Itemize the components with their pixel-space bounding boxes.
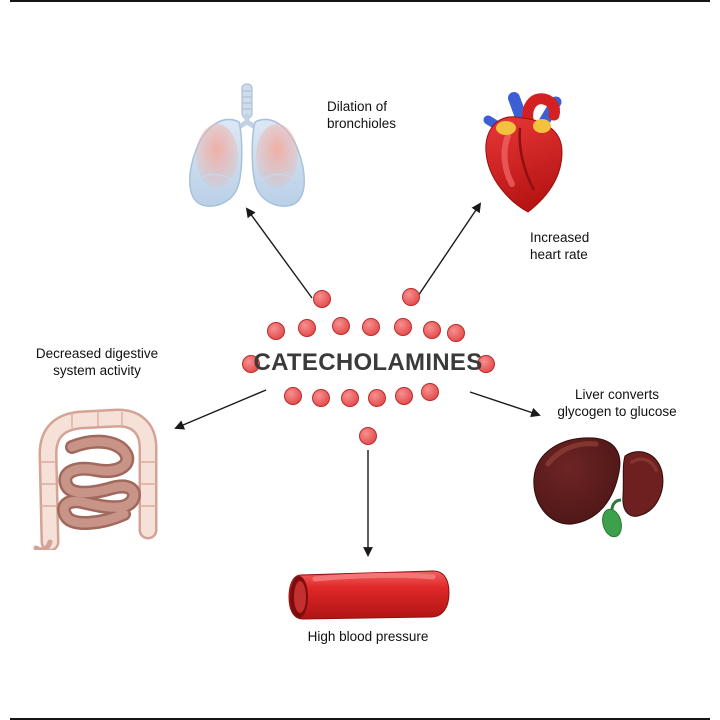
blood-pressure-effect-label: High blood pressure <box>307 629 429 644</box>
trachea <box>241 83 253 119</box>
gallbladder <box>602 508 622 538</box>
catecholamine-dots <box>242 288 495 445</box>
intestines-effect-label: Decreased digestive system activity <box>35 346 159 379</box>
lungs-effect-label: Dilation of bronchioles <box>327 99 397 132</box>
liver-effect-label: Liver converts glycogen to glucose <box>557 387 677 420</box>
arrow-to-heart <box>417 202 482 297</box>
bottom-border-line <box>10 718 710 720</box>
liver-right-lobe <box>533 437 621 525</box>
pulmonary-vessel <box>508 92 528 126</box>
liver-illustration <box>528 428 668 546</box>
colon-inner <box>40 410 155 549</box>
arrows <box>174 202 541 557</box>
aorta <box>522 93 560 126</box>
heart-illustration <box>468 90 580 220</box>
blood-vessel-illustration <box>283 565 455 627</box>
vessel-body <box>288 570 450 620</box>
intestines-illustration <box>22 392 172 550</box>
coronary-artery <box>518 127 536 191</box>
heart-effect-label: Increased heart rate <box>530 230 590 263</box>
diagram-title: CATECHOLAMINES <box>253 349 483 376</box>
lungs-illustration <box>175 82 320 217</box>
arrow-to-liver <box>469 391 541 418</box>
arrow-to-lungs <box>245 207 313 299</box>
small-intestine-inner <box>59 437 139 528</box>
fat-patch-left <box>496 121 516 135</box>
top-border-line <box>10 0 710 2</box>
arrow-to-intestines <box>174 389 267 430</box>
appendix <box>33 539 53 550</box>
liver-left-lobe <box>622 451 664 517</box>
fat-patch-right <box>533 119 551 133</box>
